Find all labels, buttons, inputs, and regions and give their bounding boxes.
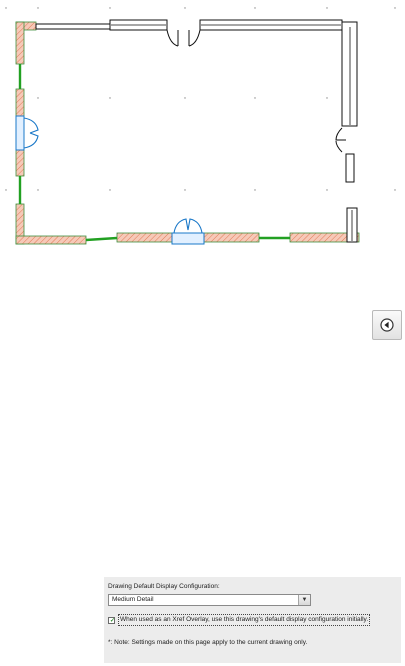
green-wall-segments [18, 64, 290, 242]
grid-dot [326, 189, 328, 191]
grid-dot [109, 7, 111, 9]
grid-dot [109, 189, 111, 191]
display-configuration-panel: Drawing Default Display Configuration: M… [104, 577, 401, 663]
brick-wall-segment [15, 149, 25, 177]
grid-dot [254, 189, 256, 191]
grid-dot [109, 97, 111, 99]
grid-dot [184, 189, 186, 191]
bottom-door-swing [173, 218, 203, 234]
green-wall-line [85, 236, 118, 242]
grid-dot [37, 189, 39, 191]
grid-dot [37, 7, 39, 9]
grid-dot [394, 7, 396, 9]
grid-dot [326, 97, 328, 99]
grid-dot [254, 7, 256, 9]
black-wall-segments [35, 19, 358, 243]
xref-overlay-label: When used as an Xref Overlay, use this d… [118, 614, 371, 626]
grid-dot [254, 97, 256, 99]
brick-wall-segment [116, 232, 173, 243]
grid-dot [37, 97, 39, 99]
grid-dot [184, 7, 186, 9]
black-wall-segment [341, 21, 358, 127]
door-openings [15, 29, 346, 245]
display-config-value: Medium Detail [112, 596, 154, 603]
brick-wall-segment [203, 232, 260, 243]
checkmark-icon: ✓ [110, 617, 116, 624]
back-arrow-icon [380, 318, 394, 332]
xref-overlay-checkbox[interactable]: ✓ [108, 616, 116, 624]
grid-dot [394, 189, 396, 191]
brick-wall-segment [15, 88, 25, 117]
grid-dot [5, 189, 7, 191]
brick-wall-segments [15, 21, 360, 245]
bottom-door-frame [171, 232, 205, 245]
left-door-swing [23, 117, 39, 149]
black-wall-segment [345, 153, 355, 183]
chevron-down-icon[interactable]: ▼ [298, 595, 310, 605]
left-door-frame [15, 115, 25, 151]
floor-plan-drawing [5, 7, 396, 245]
display-config-dropdown[interactable]: Medium Detail ▼ [108, 594, 311, 606]
grid-dots [5, 7, 396, 191]
display-config-label: Drawing Default Display Configuration: [108, 583, 220, 590]
grid-dot [326, 7, 328, 9]
grid-dot [184, 97, 186, 99]
top-door-swing [166, 29, 201, 47]
brick-wall-segment [15, 235, 87, 245]
brick-wall-segment [15, 21, 25, 65]
black-wall-segment [35, 23, 111, 30]
grid-dot [5, 7, 7, 9]
xref-overlay-option[interactable]: ✓ When used as an Xref Overlay, use this… [108, 614, 398, 626]
settings-note: *: Note: Settings made on this page appl… [108, 639, 308, 646]
back-button[interactable] [372, 310, 402, 340]
right-door-swing [335, 127, 346, 153]
